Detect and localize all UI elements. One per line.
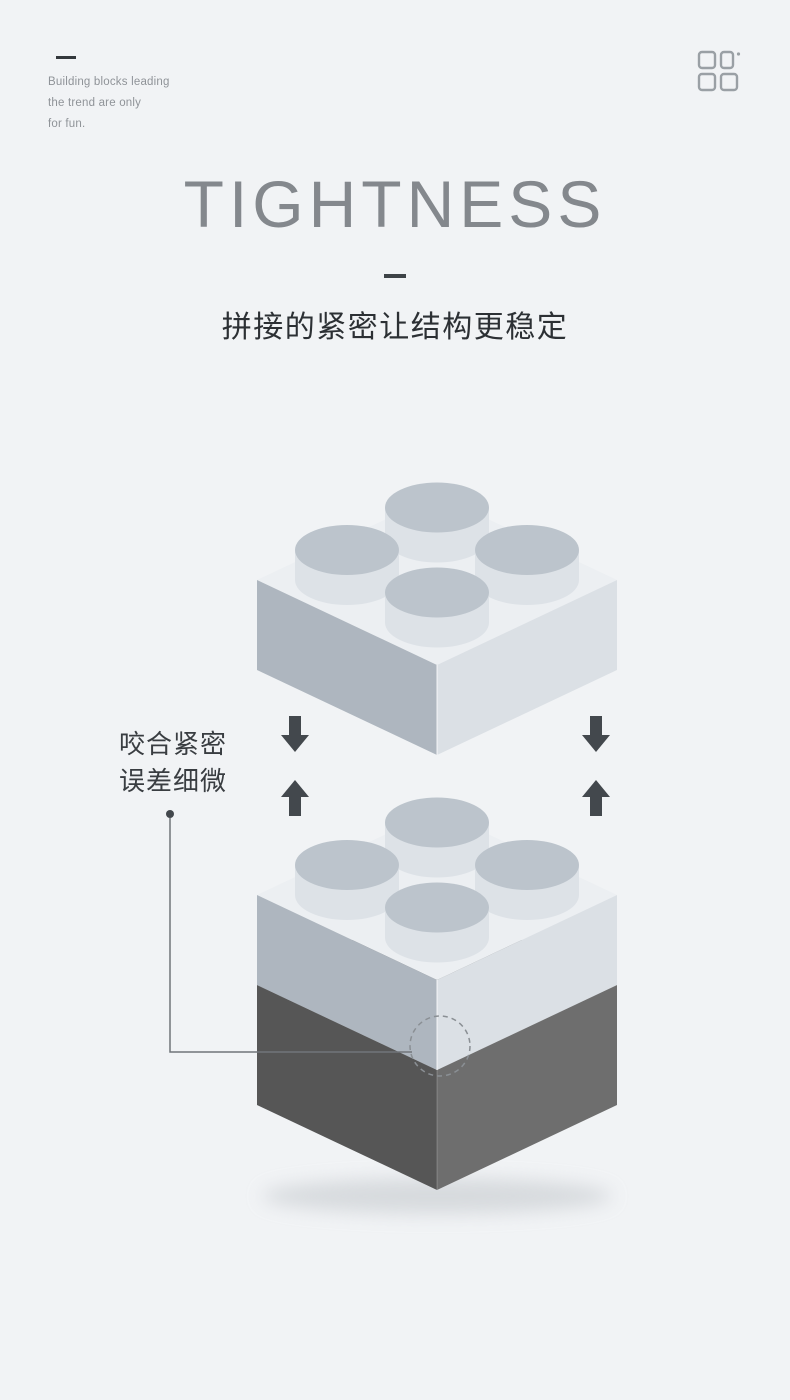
floating-brick bbox=[257, 482, 617, 755]
grid-icon-dot bbox=[736, 52, 741, 56]
dark-brick-left-face bbox=[257, 985, 437, 1190]
grid-icon-square-tr bbox=[719, 50, 735, 70]
grid-icon-square-bl bbox=[697, 72, 717, 92]
stud-left bbox=[295, 525, 399, 605]
grid-icon-square-tl bbox=[697, 50, 717, 70]
tagline-line-1: Building blocks leading bbox=[48, 76, 170, 88]
floating-brick-right-face bbox=[437, 580, 617, 755]
stud-top bbox=[385, 882, 489, 933]
tagline-line-2: the trend are only bbox=[48, 97, 142, 109]
brand-tagline: Building blocks leading the trend are on… bbox=[48, 72, 170, 135]
grid-icon-square-br bbox=[719, 72, 739, 92]
stud-top bbox=[385, 482, 489, 533]
stud-top bbox=[475, 525, 579, 575]
stud-top bbox=[295, 840, 399, 890]
stud-top bbox=[385, 797, 489, 848]
stud-left bbox=[295, 840, 399, 920]
stud-back bbox=[385, 797, 489, 878]
page-subtitle: 拼接的紧密让结构更稳定 bbox=[221, 311, 569, 344]
arrow-down-right-icon bbox=[582, 716, 610, 752]
stud-right bbox=[475, 840, 579, 920]
stud-front bbox=[385, 567, 489, 648]
page-title: TIGHTNESS bbox=[183, 167, 607, 241]
callout-line-1: 咬合紧密 bbox=[118, 729, 227, 759]
dark-brick-right-face bbox=[437, 985, 617, 1190]
app-grid-icon bbox=[697, 50, 741, 92]
stud-front bbox=[385, 882, 489, 963]
stacked-light-brick bbox=[257, 797, 617, 1070]
stud-right bbox=[475, 525, 579, 605]
brand-dash bbox=[56, 56, 76, 59]
ground-shadow bbox=[262, 1178, 612, 1214]
stacked-brick-right-face bbox=[437, 895, 617, 1070]
arrow-up-left-icon bbox=[281, 780, 309, 816]
tagline-line-3: for fun. bbox=[48, 118, 86, 130]
arrow-down-left-icon bbox=[281, 716, 309, 752]
floating-brick-left-face bbox=[257, 580, 437, 755]
seam-highlight-circle bbox=[409, 1015, 471, 1077]
callout-leader-line bbox=[169, 818, 412, 1053]
stud-back bbox=[385, 482, 489, 563]
stud-top bbox=[295, 525, 399, 575]
callout-line-2: 误差细微 bbox=[118, 766, 227, 796]
stacked-brick-left-face bbox=[257, 895, 437, 1070]
arrow-up-right-icon bbox=[582, 780, 610, 816]
stud-top bbox=[475, 840, 579, 890]
callout-label: 咬合紧密 误差细微 bbox=[116, 726, 230, 800]
title-divider bbox=[384, 274, 406, 278]
stud-top bbox=[385, 567, 489, 618]
callout-dot bbox=[166, 810, 174, 818]
